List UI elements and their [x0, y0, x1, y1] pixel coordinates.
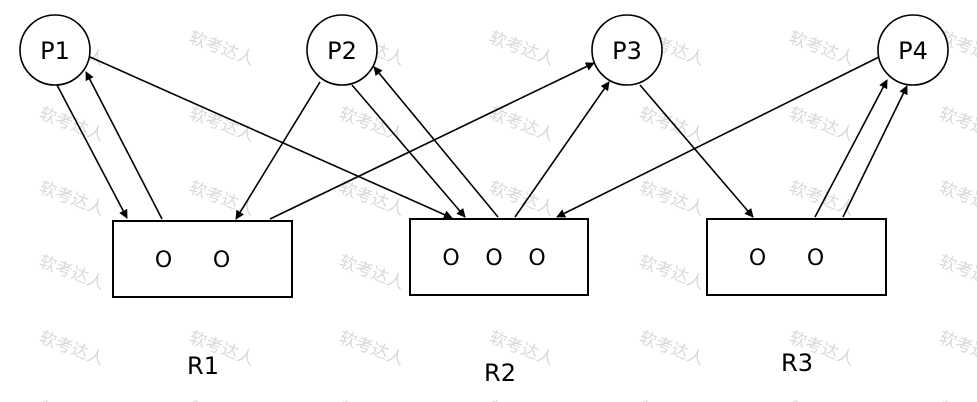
edge-p4-to-r2: [556, 56, 880, 218]
watermark-text: 软考达人: [336, 328, 407, 370]
edge-p3-to-r3: [639, 84, 754, 218]
watermark-text: 软考达人: [936, 398, 977, 402]
resource-instance: O: [442, 246, 459, 271]
watermark-text: 软考达人: [636, 252, 707, 294]
node-layer: P1 P2 P3 P4O O R1 O O O R2 O O R3: [19, 14, 949, 387]
resource-instance: O: [155, 248, 172, 273]
resource-instance: O: [213, 248, 230, 273]
watermark-text: 软考达人: [486, 398, 557, 402]
edge-r1-to-p1: [85, 71, 163, 220]
watermark-text: 软考达人: [636, 178, 707, 220]
watermark-text: 软考达人: [936, 328, 977, 370]
watermark-text: 软考达人: [486, 28, 557, 70]
process-circle: [306, 14, 378, 86]
watermark-text: 软考达人: [36, 252, 107, 294]
edge-r2-to-p2: [373, 66, 499, 218]
edge-r3-to-p4: [842, 85, 908, 218]
resource-instance: O: [528, 246, 545, 271]
watermark-text: 软考达人: [786, 28, 857, 70]
process-circle: [591, 14, 663, 86]
resource-box: [112, 220, 293, 298]
watermark-text: 软考达人: [186, 104, 257, 146]
watermark-text: 软考达人: [336, 104, 407, 146]
watermark-text: 软考达人: [336, 398, 407, 402]
edge-p1-to-r2: [89, 56, 453, 219]
watermark-text: 软考达人: [786, 104, 857, 146]
process-circle: [19, 14, 91, 86]
watermark-text: 软考达人: [936, 178, 977, 220]
resource-box: [706, 218, 887, 296]
watermark-text: 软考达人: [186, 398, 257, 402]
process-node-p1: P1: [19, 14, 91, 86]
watermark-text: 软考达人: [336, 178, 407, 220]
resource-node-r1: O O R1: [112, 220, 293, 380]
resource-label: R2: [484, 359, 516, 387]
watermark-text: 软考达人: [786, 178, 857, 220]
watermark-text: 软考达人: [36, 104, 107, 146]
watermark-layer: 软考达人软考达人软考达人软考达人软考达人软考达人软考达人软考达人软考达人软考达人…: [36, 28, 977, 402]
watermark-text: 软考达人: [36, 398, 107, 402]
process-label: P1: [40, 37, 70, 65]
watermark-text: 软考达人: [636, 104, 707, 146]
watermark-text: 软考达人: [36, 328, 107, 370]
process-node-p4: P4: [877, 14, 949, 86]
resource-label: R3: [781, 349, 813, 377]
watermark-text: 软考达人: [936, 252, 977, 294]
edge-p1-to-r1: [56, 84, 128, 219]
edge-r1-to-p3: [269, 62, 595, 220]
process-circle: [877, 14, 949, 86]
watermark-text: 软考达人: [186, 178, 257, 220]
watermark-text: 软考达人: [336, 252, 407, 294]
process-label: P3: [612, 37, 642, 65]
resource-instance: O: [749, 246, 766, 271]
edge-r3-to-p4: [814, 79, 888, 218]
resource-instance: O: [485, 246, 502, 271]
watermark-text: 软考达人: [186, 28, 257, 70]
resource-node-r3: O O R3: [706, 218, 887, 377]
watermark-text: 软考达人: [636, 328, 707, 370]
resource-box: [409, 218, 589, 296]
process-node-p2: P2: [306, 14, 378, 86]
edge-layer: [56, 56, 908, 220]
watermark-text: 软考达人: [36, 178, 107, 220]
process-node-p3: P3: [591, 14, 663, 86]
watermark-text: 软考达人: [936, 104, 977, 146]
resource-instance: O: [807, 246, 824, 271]
edge-p2-to-r2: [351, 84, 466, 218]
resource-node-r2: O O O R2: [409, 218, 589, 387]
process-label: P4: [898, 37, 928, 65]
process-label: P2: [327, 37, 357, 65]
edge-r2-to-p3: [514, 81, 610, 218]
watermark-text: 软考达人: [636, 398, 707, 402]
resource-label: R1: [187, 352, 219, 380]
watermark-text: 软考达人: [786, 398, 857, 402]
edge-p2-to-r1: [235, 81, 321, 220]
watermark-text: 软考达人: [486, 178, 557, 220]
